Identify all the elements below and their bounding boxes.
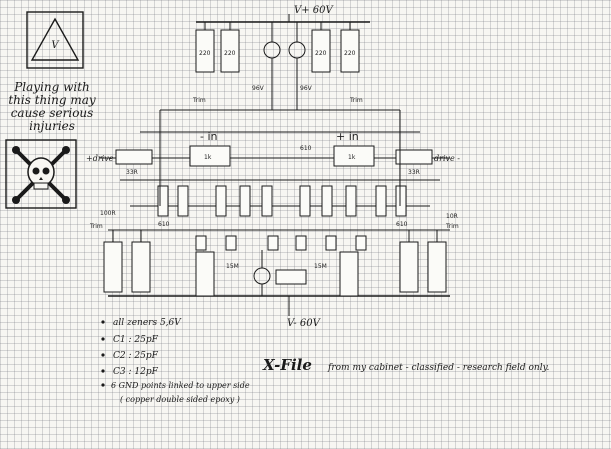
notes: all zeners 5,6V C1 : 25pF C2 : 25pF C3 :… <box>101 318 250 404</box>
bottom-resistor-group: 15M 15M <box>103 241 447 297</box>
drive-block-right <box>395 149 433 165</box>
trim-label-top-right: Trim <box>349 97 363 104</box>
top-resistor-1-label: 220 <box>199 50 211 57</box>
bottom-resistor-1 <box>103 241 123 293</box>
warning-box <box>26 11 84 69</box>
ohm-label-top-left: 96V <box>252 85 265 92</box>
top-resistor-4 <box>340 29 360 73</box>
in-label-left: - in <box>200 130 218 143</box>
footer-subtitle: from my cabinet - classified - research … <box>327 363 549 373</box>
input-block-right <box>333 145 375 167</box>
drive-label-right: drive - <box>434 154 460 163</box>
circuit: 220 220 220 220 96V 96V Trim Trim - in +… <box>86 14 460 316</box>
warning-sign: V <box>26 11 84 69</box>
res-15m-left: 15M <box>226 263 239 270</box>
top-resistor-2 <box>220 29 240 73</box>
drive-left-res-label: 33R <box>126 169 138 176</box>
trim-label-top-left: Trim <box>192 97 206 104</box>
transistor-top-right-icon <box>288 41 306 59</box>
note-epoxy: ( copper double sided epoxy ) <box>120 395 240 404</box>
bottom-resistor-6 <box>427 241 447 293</box>
warning-line-2: this thing may <box>8 93 96 107</box>
note-gnd: 6 GND points linked to upper side <box>111 381 250 390</box>
drive-right-res-label: 33R <box>408 169 420 176</box>
note-c2: C2 : 25pF <box>113 351 159 361</box>
note-zeners: all zeners 5,6V <box>113 318 182 328</box>
skull-crossbones-icon <box>5 139 77 209</box>
warning-triangle-icon <box>30 17 80 61</box>
warning-text: Playing with this thing may cause seriou… <box>8 80 96 133</box>
res-610-center: 610 <box>300 145 312 152</box>
rail-bottom-label: V- 60V <box>287 318 322 329</box>
top-resistor-1 <box>195 29 215 73</box>
bottom-center-block <box>275 269 307 285</box>
note-c1: C1 : 25pF <box>113 335 159 345</box>
ohm-label-top-right: 96V <box>300 85 313 92</box>
warning-line-4: injuries <box>29 119 75 133</box>
res-610-left: 610 <box>158 221 170 228</box>
trim-label-lower-right: Trim <box>445 223 459 230</box>
warning-line-3: cause serious <box>11 106 94 120</box>
input-block-left <box>189 145 231 167</box>
bottom-resistor-4 <box>339 251 359 297</box>
top-resistor-group: 220 220 220 220 <box>195 22 360 73</box>
top-resistor-4-label: 220 <box>344 50 356 57</box>
middle-components: 610 610 610 <box>157 145 408 228</box>
input-block-right-label: 1k <box>348 154 356 161</box>
bottom-resistor-5 <box>399 241 419 293</box>
in-label-right: + in <box>336 130 359 143</box>
warning-line-1: Playing with <box>13 80 90 94</box>
warning-triangle-mark: V <box>51 40 60 51</box>
lower-small-parts: 100R 10R Trim Trim <box>89 210 459 251</box>
top-resistor-2-label: 220 <box>224 50 236 57</box>
transistor-top-left-icon <box>263 41 281 59</box>
top-resistor-3 <box>311 29 331 73</box>
footer-title: X-File <box>262 356 312 374</box>
drive-label-left: +drive <box>86 154 114 163</box>
drive-block-left <box>115 149 153 165</box>
input-block-left-label: 1k <box>204 154 212 161</box>
rail-top-label: V+ 60V <box>294 5 335 16</box>
res-15m-right: 15M <box>314 263 327 270</box>
res-10r-right: 10R <box>446 213 458 220</box>
bottom-resistor-3 <box>195 251 215 297</box>
bottom-resistor-2 <box>131 241 151 293</box>
res-100r-left: 100R <box>100 210 116 217</box>
res-610-right: 610 <box>396 221 408 228</box>
transistor-bottom-left-icon <box>253 267 271 285</box>
trim-label-lower-left: Trim <box>89 223 103 230</box>
skull-box <box>5 139 77 209</box>
note-c3: C3 : 12pF <box>113 367 159 377</box>
top-resistor-3-label: 220 <box>315 50 327 57</box>
